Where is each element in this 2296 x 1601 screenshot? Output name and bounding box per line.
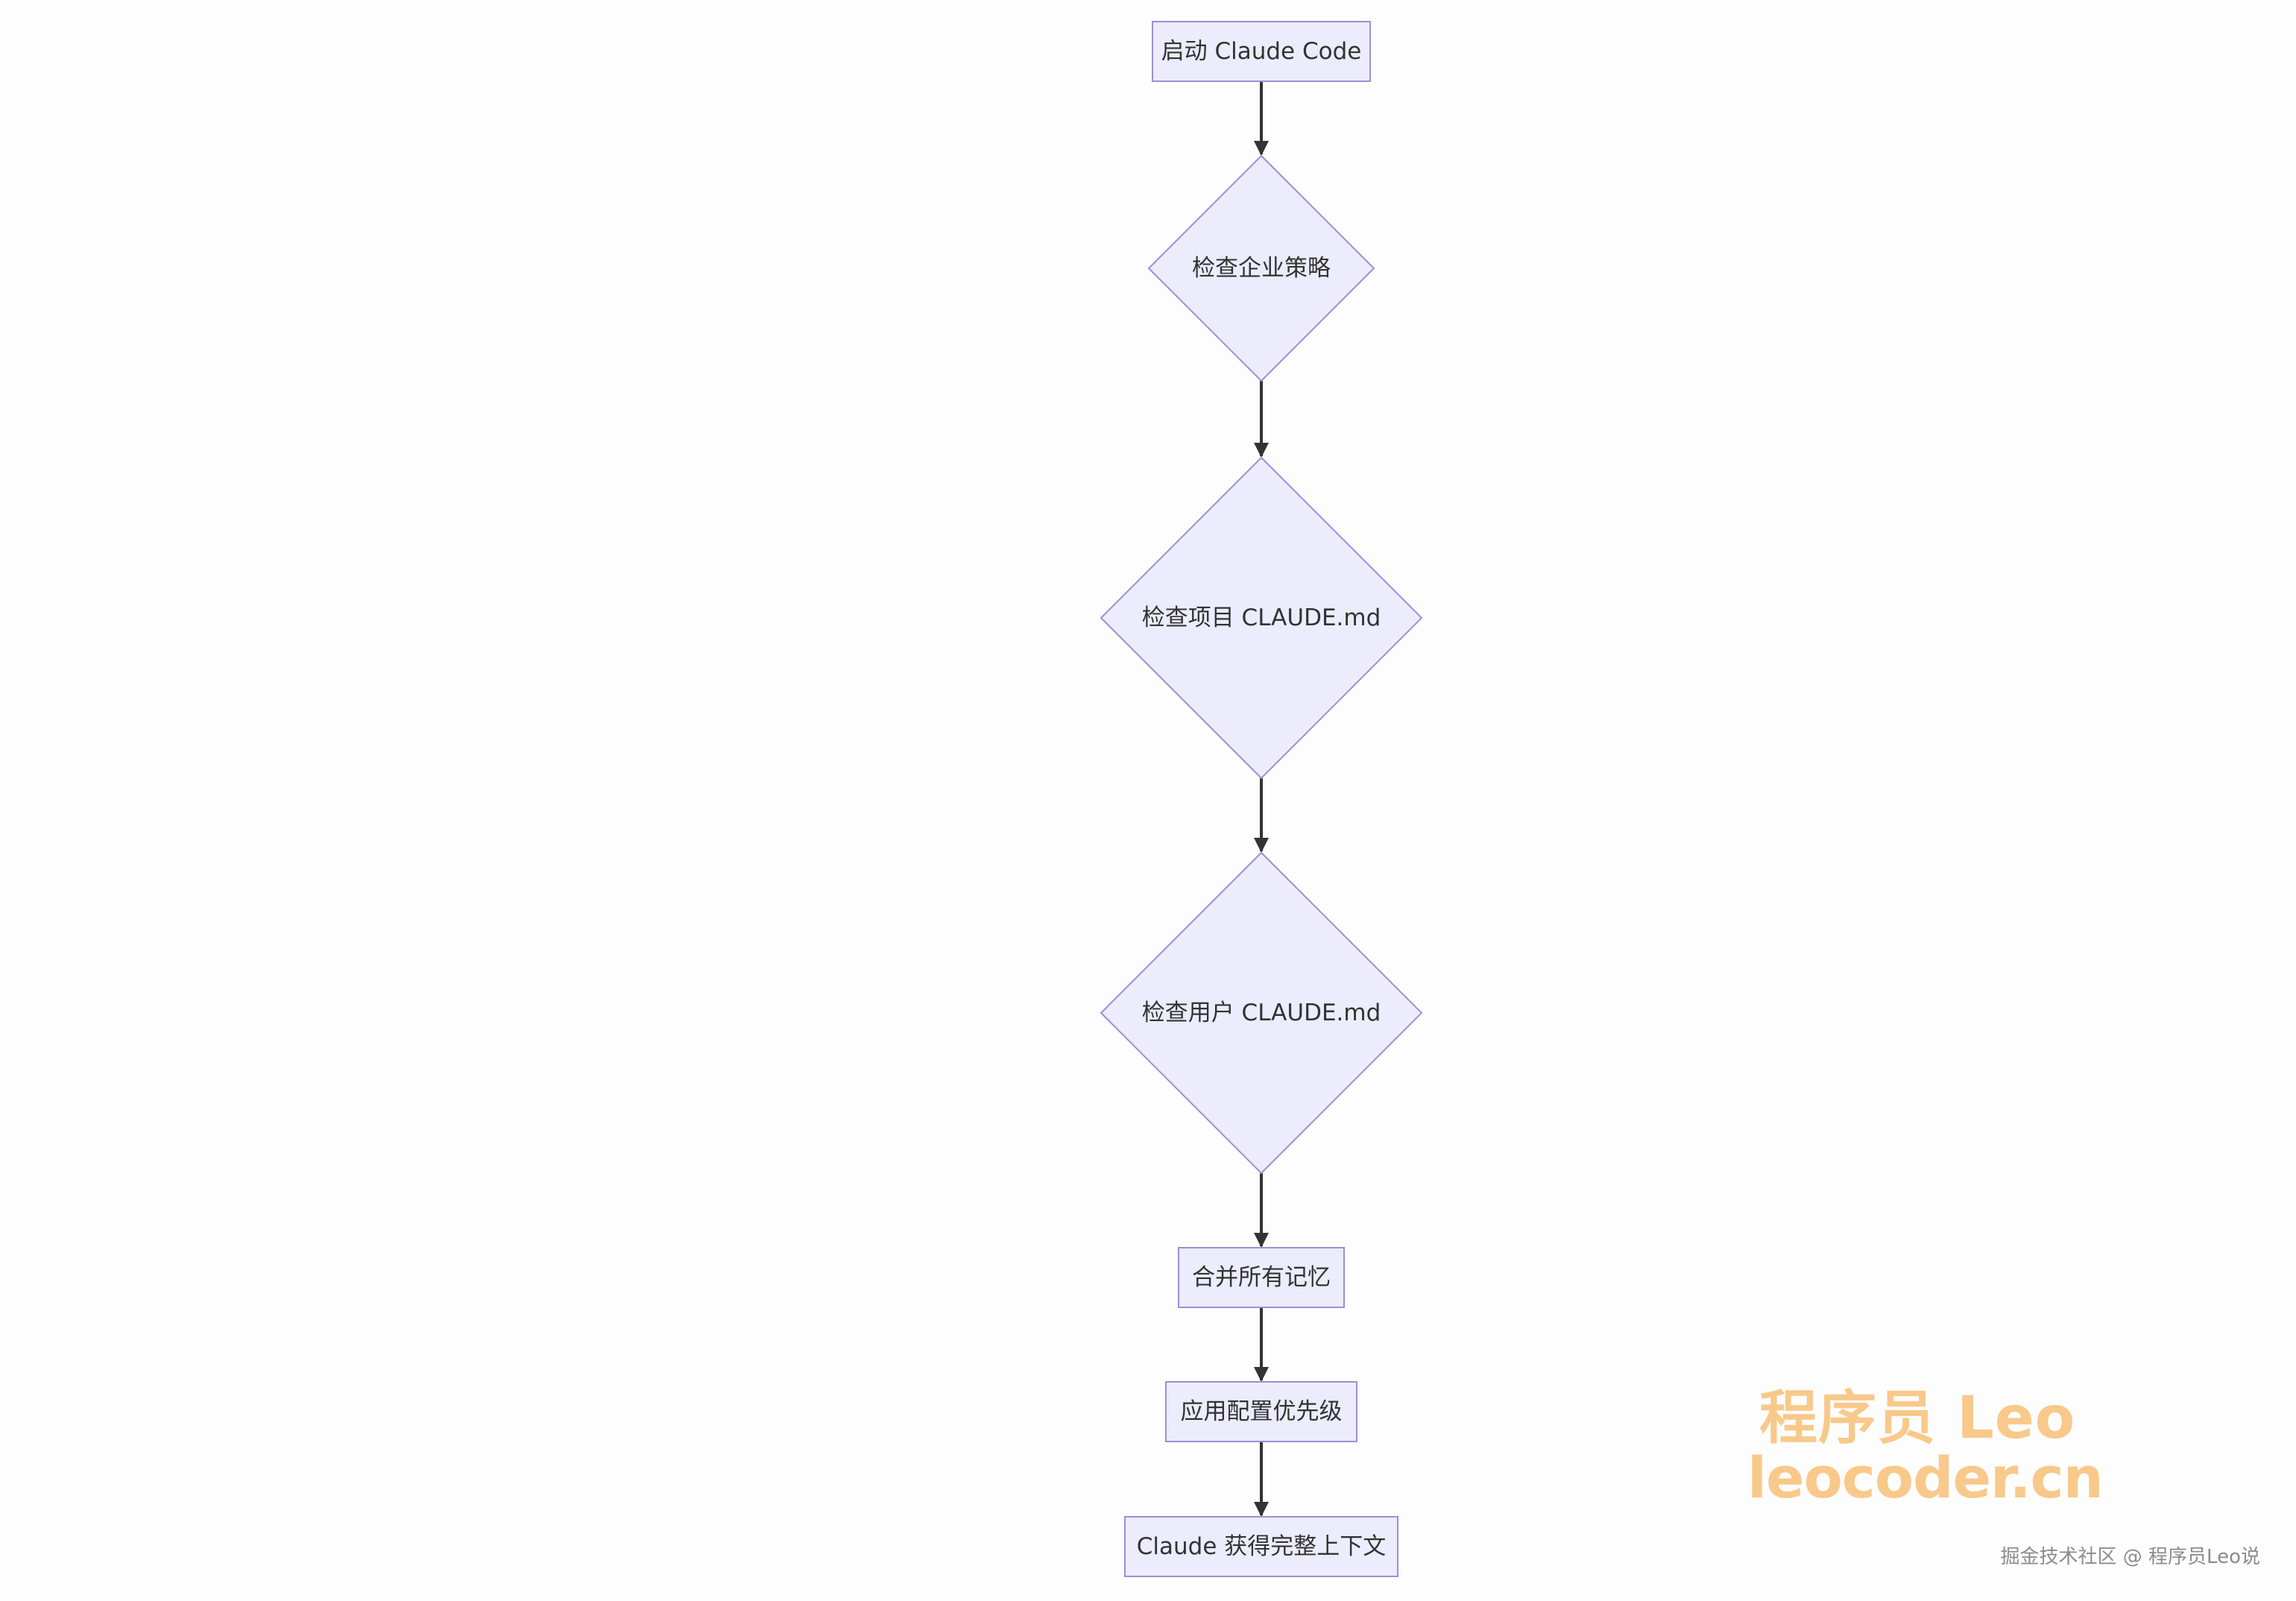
watermark-brand: 程序员 Leo [1759, 1385, 2076, 1452]
flow-node-label: 合并所有记忆 [1192, 1264, 1331, 1291]
flow-node-label: 检查企业策略 [1192, 255, 1331, 282]
flow-node-label: 应用配置优先级 [1181, 1398, 1343, 1425]
flow-node-start: 启动 Claude Code [1152, 21, 1371, 82]
decision-diamond [1100, 456, 1423, 780]
flow-node-priority: 应用配置优先级 [1165, 1381, 1357, 1442]
flow-node-label: 检查项目 CLAUDE.md [1142, 604, 1381, 631]
process-box [1178, 1247, 1345, 1308]
flow-node-label: 检查用户 CLAUDE.md [1142, 1000, 1381, 1026]
decision-diamond [1147, 154, 1375, 382]
flow-node-label: Claude 获得完整上下文 [1137, 1533, 1387, 1560]
decision-diamond [1100, 851, 1423, 1175]
process-box [1165, 1381, 1357, 1442]
watermark-site: leocoder.cn [1747, 1444, 2104, 1511]
process-box [1152, 21, 1371, 82]
flow-node-label: 启动 Claude Code [1161, 38, 1362, 65]
flow-node-enterprise: 检查企业策略 [1147, 154, 1375, 382]
flow-node-merge: 合并所有记忆 [1178, 1247, 1345, 1308]
process-box [1124, 1516, 1398, 1577]
flow-node-project: 检查项目 CLAUDE.md [1100, 456, 1423, 780]
flow-node-user: 检查用户 CLAUDE.md [1100, 851, 1423, 1175]
platform-credit: 掘金技术社区 @ 程序员Leo说 [2000, 1546, 2260, 1568]
flow-node-context: Claude 获得完整上下文 [1124, 1516, 1398, 1577]
